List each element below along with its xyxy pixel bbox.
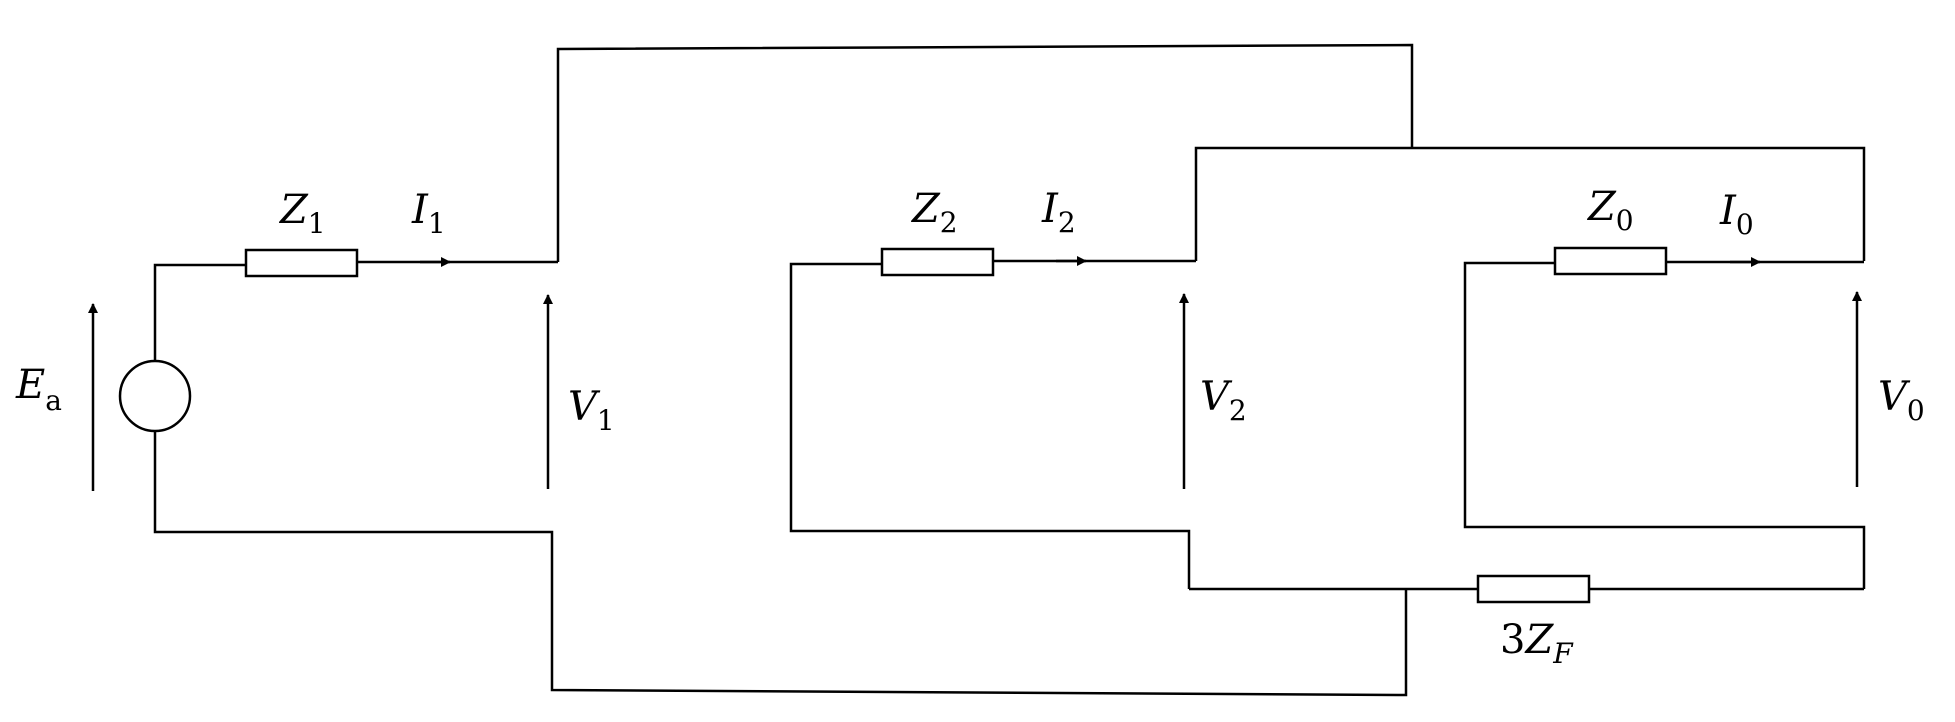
positive-top-wire bbox=[153, 263, 246, 361]
z0-impedance bbox=[1553, 246, 1668, 276]
z2-label: Z2 bbox=[910, 186, 958, 239]
negative-left-wire bbox=[789, 262, 1191, 589]
positive-sequence-network bbox=[118, 43, 1414, 697]
i0-label: I0 bbox=[1719, 188, 1754, 241]
negative-sequence-network bbox=[789, 146, 1866, 589]
ea-label: Ea bbox=[15, 362, 62, 417]
z1-label: Z1 bbox=[278, 187, 326, 240]
3zf-impedance bbox=[1476, 574, 1591, 604]
z1-impedance bbox=[244, 248, 359, 278]
fault-impedance-bus bbox=[1189, 574, 1864, 604]
positive-to-top-bus bbox=[556, 43, 1414, 262]
voltage-source bbox=[118, 359, 192, 433]
z0-label: Z0 bbox=[1586, 184, 1634, 237]
positive-bottom-wire bbox=[153, 431, 1408, 697]
zero-sequence-network bbox=[1463, 246, 1866, 589]
3zf-label: 3ZF bbox=[1500, 617, 1574, 670]
zero-left-wire bbox=[1463, 261, 1866, 589]
i1-label: I1 bbox=[411, 187, 446, 240]
v0-label: V0 bbox=[1878, 374, 1925, 427]
v1-label: V1 bbox=[568, 384, 615, 437]
i2-label: I2 bbox=[1041, 186, 1076, 239]
z2-impedance bbox=[880, 247, 995, 277]
v2-label: V2 bbox=[1200, 374, 1247, 427]
negative-to-upper-bus bbox=[1194, 146, 1866, 261]
